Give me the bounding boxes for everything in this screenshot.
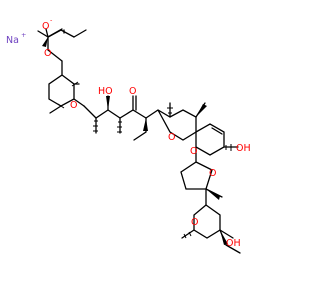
stereo-bonds — [42, 37, 232, 245]
molecule-canvas: Na + O - O O O O O O O HO OH OH — [6, 16, 251, 254]
ring-e-oxygen: O — [191, 217, 198, 228]
chain-hydroxyl: HO — [98, 86, 113, 97]
ring-d-oxygen: O — [209, 168, 216, 179]
ring-a-oxygen: O — [70, 100, 77, 111]
sodium-charge: + — [21, 31, 26, 39]
carboxylate-oxygen-bottom: O — [44, 48, 51, 59]
ring-e-hydroxyl: OH — [226, 238, 241, 249]
oxide-charge: - — [50, 16, 53, 24]
sodium-atom: Na — [6, 35, 19, 46]
ring-c-oxygen: O — [190, 146, 197, 157]
carboxylate-oxygen-top: O — [42, 21, 49, 32]
ketone-oxygen: O — [129, 86, 136, 97]
bond-skeleton — [37, 28, 241, 254]
ring-c-hydroxyl: OH — [236, 143, 251, 154]
structure-diagram: Na + O - O O O O O O O HO OH OH — [6, 16, 251, 254]
ring-b-oxygen: O — [168, 132, 175, 143]
atom-labels: Na + O - O O O O O O O HO OH OH — [6, 16, 251, 249]
